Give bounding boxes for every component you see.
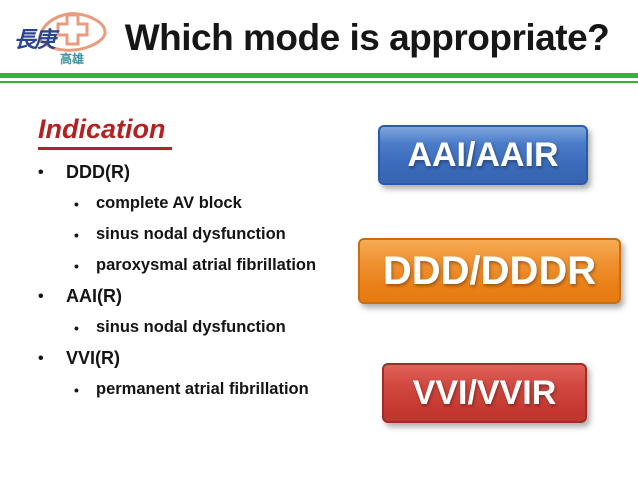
- bullet-icon: •: [74, 257, 79, 274]
- mode-box-ddd-dddr: DDD/DDDR: [358, 238, 621, 304]
- list-item-label: sinus nodal dysfunction: [96, 318, 286, 336]
- bullet-icon: •: [38, 163, 44, 181]
- list-item-label: sinus nodal dysfunction: [96, 225, 286, 243]
- bullet-icon: •: [74, 195, 79, 212]
- list-item: • sinus nodal dysfunction: [30, 312, 365, 343]
- list-item: • VVI(R): [30, 343, 365, 374]
- list-item: • DDD(R): [30, 157, 365, 188]
- logo-hospital-name: 長庚: [14, 27, 56, 52]
- logo-branch-name: 高雄: [60, 52, 85, 66]
- list-item: • permanent atrial fibrillation: [30, 374, 365, 405]
- mode-box-aai-aair: AAI/AAIR: [378, 125, 588, 185]
- list-item-label: permanent atrial fibrillation: [96, 380, 309, 398]
- indication-heading: Indication: [38, 114, 172, 150]
- bullet-icon: •: [74, 226, 79, 243]
- list-item-label: AAI(R): [66, 286, 122, 306]
- list-item-label: complete AV block: [96, 194, 242, 212]
- list-item: • paroxysmal atrial fibrillation: [30, 250, 365, 281]
- bullet-icon: •: [38, 287, 44, 305]
- bullet-icon: •: [38, 349, 44, 367]
- divider-line-thin: [0, 81, 638, 83]
- bullet-icon: •: [74, 319, 79, 336]
- bullet-icon: •: [74, 381, 79, 398]
- hospital-logo: 長庚 高雄: [8, 6, 110, 72]
- slide-title: Which mode is appropriate?: [124, 17, 610, 58]
- list-item: • sinus nodal dysfunction: [30, 219, 365, 250]
- divider-line-thick: [0, 73, 638, 78]
- list-item-label: DDD(R): [66, 162, 130, 182]
- indication-bullet-list: • DDD(R) • complete AV block • sinus nod…: [30, 157, 365, 405]
- list-item-label: VVI(R): [66, 348, 120, 368]
- logo-eye-cross-icon: [37, 12, 107, 52]
- list-item: • AAI(R): [30, 281, 365, 312]
- list-item: • complete AV block: [30, 188, 365, 219]
- mode-box-vvi-vvir: VVI/VVIR: [382, 363, 587, 423]
- list-item-label: paroxysmal atrial fibrillation: [96, 256, 317, 274]
